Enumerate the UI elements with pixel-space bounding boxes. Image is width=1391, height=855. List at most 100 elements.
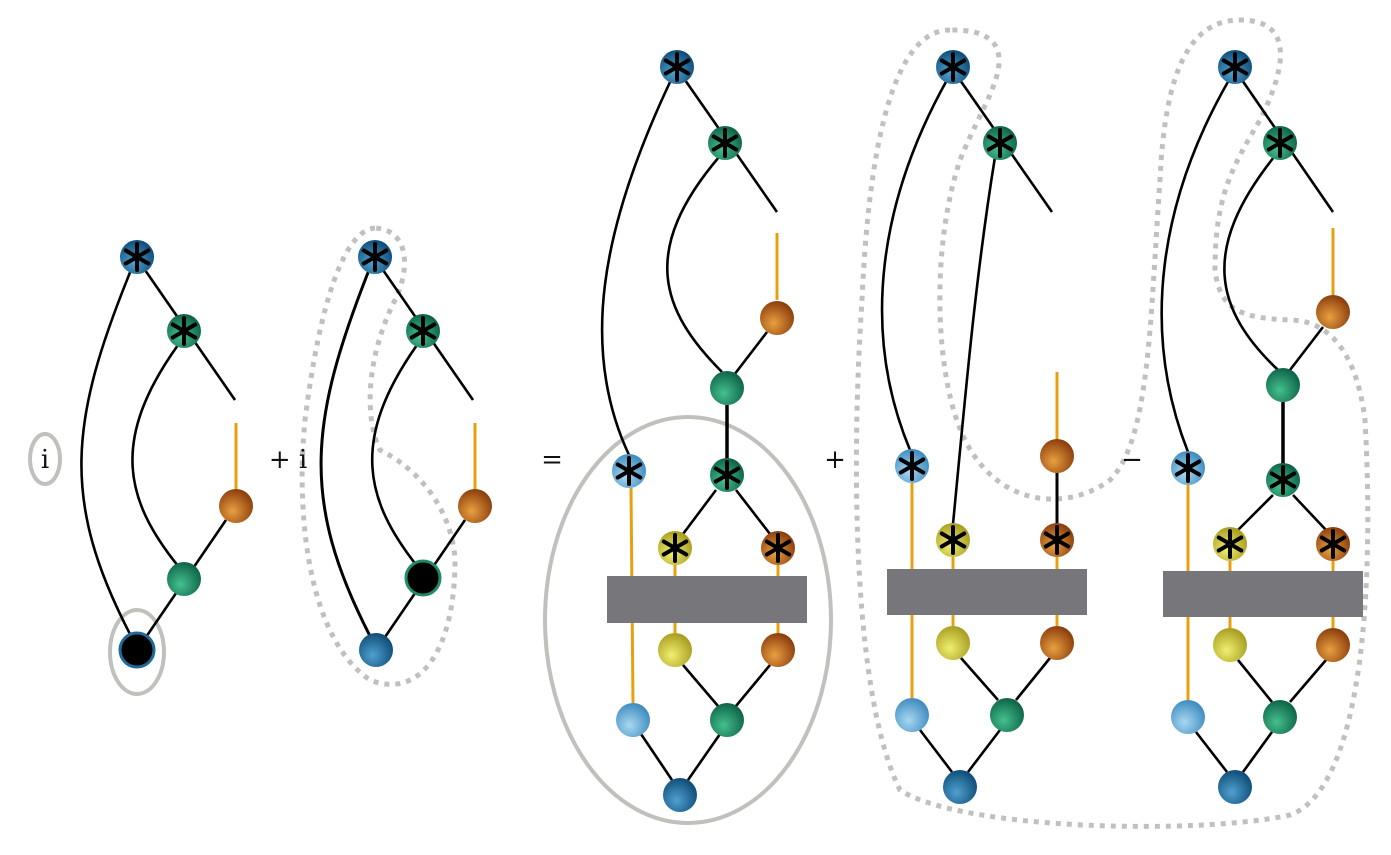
asterisk-icon	[713, 460, 741, 490]
tensor-star-node	[710, 458, 744, 492]
node-ball	[1213, 628, 1247, 662]
asterisk-icon	[1043, 525, 1071, 555]
node-ball	[936, 626, 970, 660]
tensor-star-node	[1171, 451, 1205, 485]
node-ball	[1263, 700, 1297, 734]
tensor-node	[761, 633, 795, 667]
wire	[966, 729, 1002, 773]
gate-box	[1163, 571, 1363, 617]
tensor-node	[1266, 368, 1300, 402]
asterisk-icon	[361, 242, 389, 272]
tensor-node	[710, 371, 744, 405]
plus-operator: +	[824, 445, 846, 475]
node-ball	[943, 770, 977, 804]
asterisk-icon	[615, 456, 643, 486]
node-ball	[616, 703, 650, 737]
node-ball	[658, 633, 692, 667]
node-ball	[219, 489, 253, 523]
wire	[319, 269, 372, 637]
tensor-node	[118, 631, 156, 669]
tensor-node	[663, 778, 697, 812]
tensor-star-node	[406, 314, 440, 348]
node-ball	[458, 489, 492, 523]
equals-operator: =	[541, 445, 563, 475]
tensor-star-node	[358, 240, 392, 274]
wire	[1288, 326, 1325, 371]
node-ball	[710, 703, 744, 737]
tensor-node	[658, 633, 692, 667]
asterisk-icon	[1221, 52, 1249, 82]
node-ball	[359, 633, 393, 667]
imaginary-unit-label: i	[41, 445, 49, 475]
tensor-node	[359, 633, 393, 667]
wire	[131, 344, 180, 567]
node-ball	[663, 778, 697, 812]
wire	[951, 156, 997, 525]
tensor-node	[458, 489, 492, 523]
asterisk-icon	[764, 533, 792, 563]
tensor-node	[710, 703, 744, 737]
asterisk-icon	[170, 316, 198, 346]
wire	[1237, 494, 1274, 531]
tensor-star-node	[936, 50, 970, 84]
tensor-node	[616, 703, 650, 737]
tensor-star-node	[1218, 50, 1252, 84]
wire	[1223, 156, 1279, 371]
wire	[918, 729, 954, 773]
node-ball	[1316, 295, 1350, 329]
node-ball	[761, 633, 795, 667]
tensor-star-node	[1316, 527, 1350, 561]
node-ball	[1316, 628, 1350, 662]
tensor-star-node	[1266, 463, 1300, 497]
wire	[1241, 731, 1274, 773]
tensor-node	[167, 562, 201, 596]
wire	[639, 733, 674, 781]
tensor-node	[1040, 626, 1074, 660]
asterisk-icon	[1266, 128, 1294, 158]
plus-i-operator: + i	[269, 445, 307, 475]
tensor-node	[936, 626, 970, 660]
node-ball	[404, 559, 442, 597]
node-ball	[1040, 439, 1074, 473]
tensor-star-node	[936, 523, 970, 557]
tensor-node	[1263, 700, 1297, 734]
tensor-node	[990, 698, 1024, 732]
tensor-node	[1213, 628, 1247, 662]
wire	[1160, 79, 1231, 453]
wire	[682, 664, 719, 707]
wire	[734, 489, 772, 535]
wire	[1194, 731, 1229, 773]
node-ball	[1040, 626, 1074, 660]
asterisk-icon	[1174, 453, 1202, 483]
wire	[1292, 494, 1327, 531]
tensor-node	[760, 301, 794, 335]
circle-outline	[28, 432, 62, 486]
node-ball	[895, 698, 929, 732]
tensor-node	[895, 698, 929, 732]
tensor-node	[1171, 700, 1205, 734]
tensor-star-node	[895, 449, 929, 483]
tensor-star-node	[120, 240, 154, 274]
node-ball	[1218, 770, 1252, 804]
node-ball	[710, 371, 744, 405]
asterisk-icon	[711, 128, 739, 158]
asterisk-icon	[663, 52, 691, 82]
wire	[732, 331, 769, 376]
wire	[880, 79, 949, 451]
asterisk-icon	[939, 52, 967, 82]
asterisk-icon	[661, 533, 689, 563]
wire	[1236, 659, 1274, 703]
tensor-node	[1040, 439, 1074, 473]
asterisk-icon	[898, 451, 926, 481]
asterisk-icon	[1216, 529, 1244, 559]
wire	[1289, 659, 1327, 703]
tensor-star-node	[983, 126, 1017, 160]
wire	[600, 79, 673, 456]
tensor-star-node	[1040, 523, 1074, 557]
asterisk-icon	[123, 242, 151, 272]
tensor-star-node	[708, 126, 742, 160]
node-ball	[760, 301, 794, 335]
node-ball	[990, 698, 1024, 732]
wire	[734, 664, 772, 707]
asterisk-icon	[1319, 529, 1347, 559]
